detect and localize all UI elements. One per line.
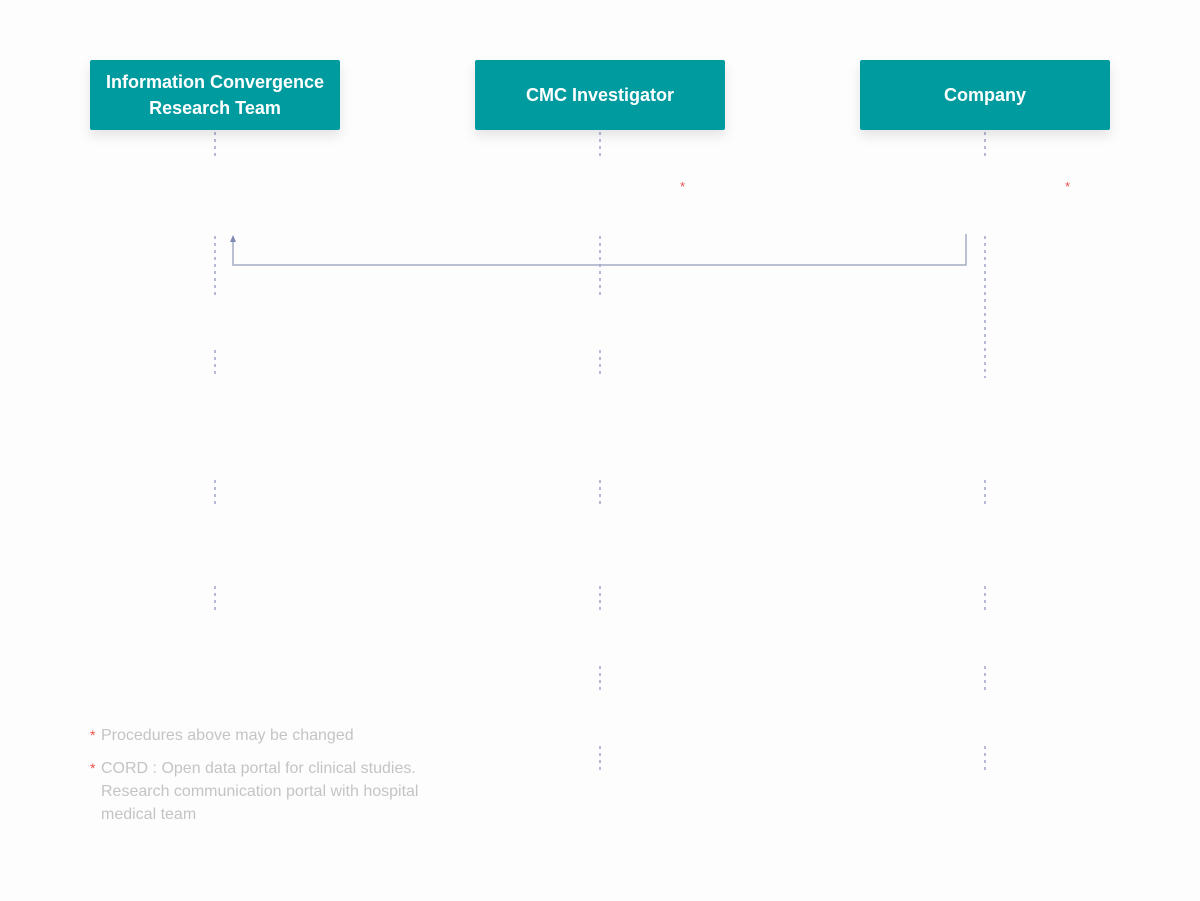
asterisk-marker: *: [680, 179, 686, 194]
lane-header-information-convergence: Information Convergence Research Team: [90, 60, 340, 130]
footnote: * Procedures above may be changed: [90, 724, 460, 747]
footnote-text: Procedures above may be changed: [101, 727, 354, 744]
lane-header-cmc-investigator: CMC Investigator: [475, 60, 725, 130]
connector-company-to-research-team: [230, 234, 967, 266]
lane-header-company: Company: [860, 60, 1110, 130]
lane-label: Information Convergence Research Team: [105, 72, 325, 118]
lane-label: Company: [943, 85, 1026, 105]
footnote-asterisk: *: [90, 727, 96, 743]
asterisk-marker: *: [1065, 179, 1071, 194]
footnote-asterisk: *: [90, 760, 96, 776]
footnotes: * Procedures above may be changed * CORD…: [90, 724, 460, 836]
arrowhead-icon: [230, 235, 236, 242]
footnote: * CORD : Open data portal for clinical s…: [90, 757, 460, 826]
footnote-text: CORD : Open data portal for clinical stu…: [101, 760, 419, 823]
lane-label: CMC Investigator: [525, 85, 675, 105]
